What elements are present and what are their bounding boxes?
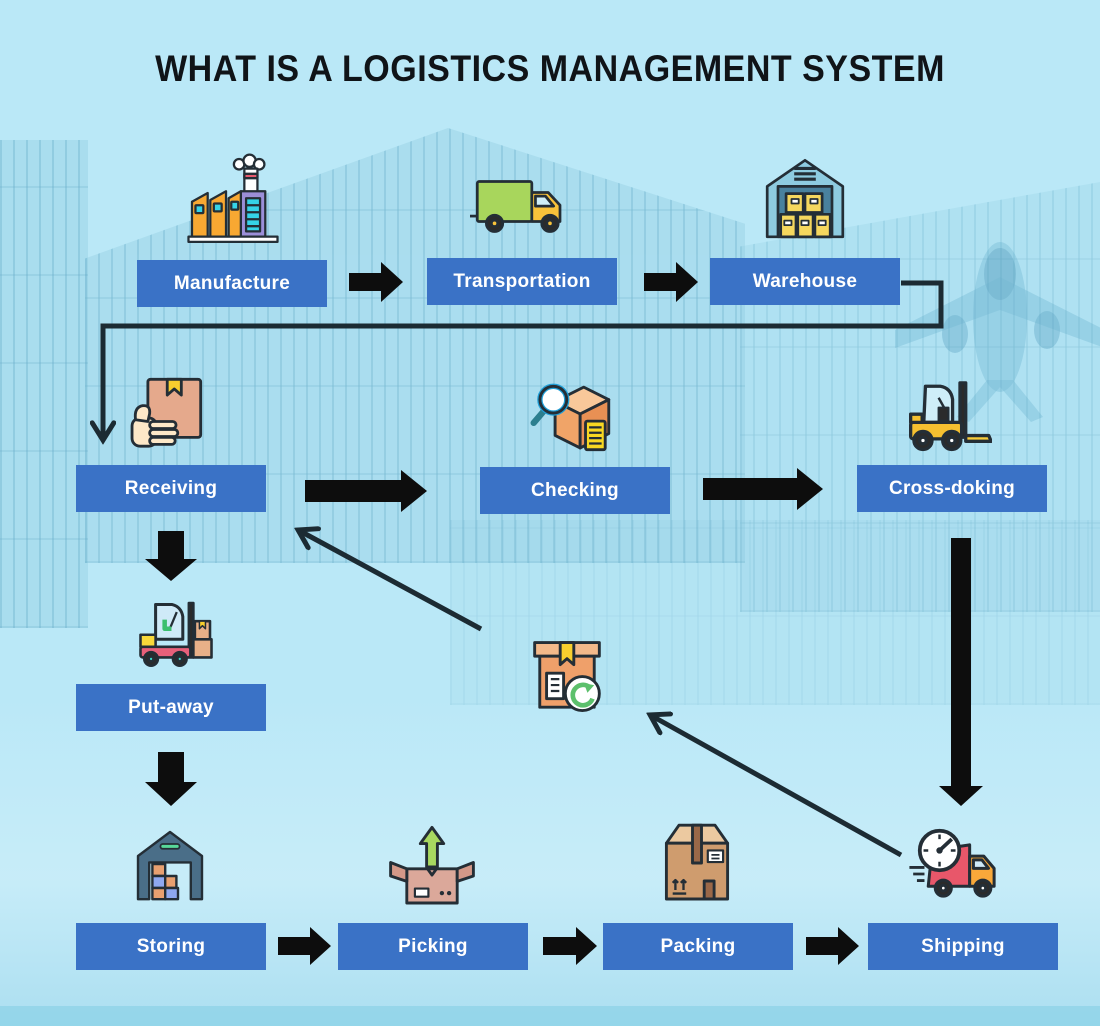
node-label: Storing (136, 935, 206, 957)
node-checking: Checking (480, 467, 670, 514)
node-label: Shipping (921, 935, 1005, 957)
arrow-crossdoking-shipping (939, 538, 983, 806)
arrow-storing-picking (278, 927, 331, 965)
node-receiving: Receiving (76, 465, 266, 512)
node-packing: Packing (603, 923, 793, 970)
node-manufacture: Manufacture (137, 260, 327, 307)
arrow-picking-packing (543, 927, 597, 965)
fast-truck-clock-icon (909, 828, 996, 898)
open-box-up-arrow-icon (389, 825, 475, 905)
node-label: Manufacture (173, 272, 291, 294)
node-label: Transportation (453, 270, 591, 292)
arrow-manufacture-transportation (349, 262, 403, 302)
magnifier-box-icon (530, 383, 611, 452)
forklift-icon (909, 381, 992, 452)
factory-icon (187, 153, 279, 244)
node-label: Packing (660, 935, 736, 957)
arrow-checking-crossdoking (703, 468, 823, 510)
node-label: Checking (531, 479, 619, 501)
node-picking: Picking (338, 923, 528, 970)
return-box-icon (533, 641, 601, 713)
arrow-transportation-warehouse (644, 262, 698, 302)
node-put-away: Put-away (76, 684, 266, 731)
warehouse-boxes-icon (765, 158, 845, 239)
node-warehouse: Warehouse (710, 258, 900, 305)
loaded-forklift-icon (139, 601, 213, 668)
sealed-carton-icon (664, 823, 730, 901)
arrow-receiving-putaway (145, 531, 197, 581)
arrow-returnbox-receiving (300, 531, 483, 632)
node-label: Cross-doking (888, 477, 1016, 499)
node-label: Warehouse (752, 270, 858, 292)
storage-rack-icon (136, 830, 204, 901)
node-storing: Storing (76, 923, 266, 970)
node-label: Receiving (124, 477, 218, 499)
node-transportation: Transportation (427, 258, 617, 305)
node-cross-doking: Cross-doking (857, 465, 1047, 512)
node-shipping: Shipping (868, 923, 1058, 970)
node-label: Put-away (128, 696, 214, 718)
hand-box-icon (130, 377, 203, 448)
node-label: Picking (398, 935, 468, 957)
arrow-packing-shipping (806, 927, 859, 965)
arrow-receiving-checking (305, 470, 427, 512)
yard-ground-strip (0, 1006, 1100, 1026)
container-stack-background (0, 140, 88, 628)
delivery-truck-icon (470, 180, 562, 233)
page-title: WHAT IS A LOGISTICS MANAGEMENT SYSTEM (155, 48, 945, 90)
arrow-putaway-storing (145, 752, 197, 806)
